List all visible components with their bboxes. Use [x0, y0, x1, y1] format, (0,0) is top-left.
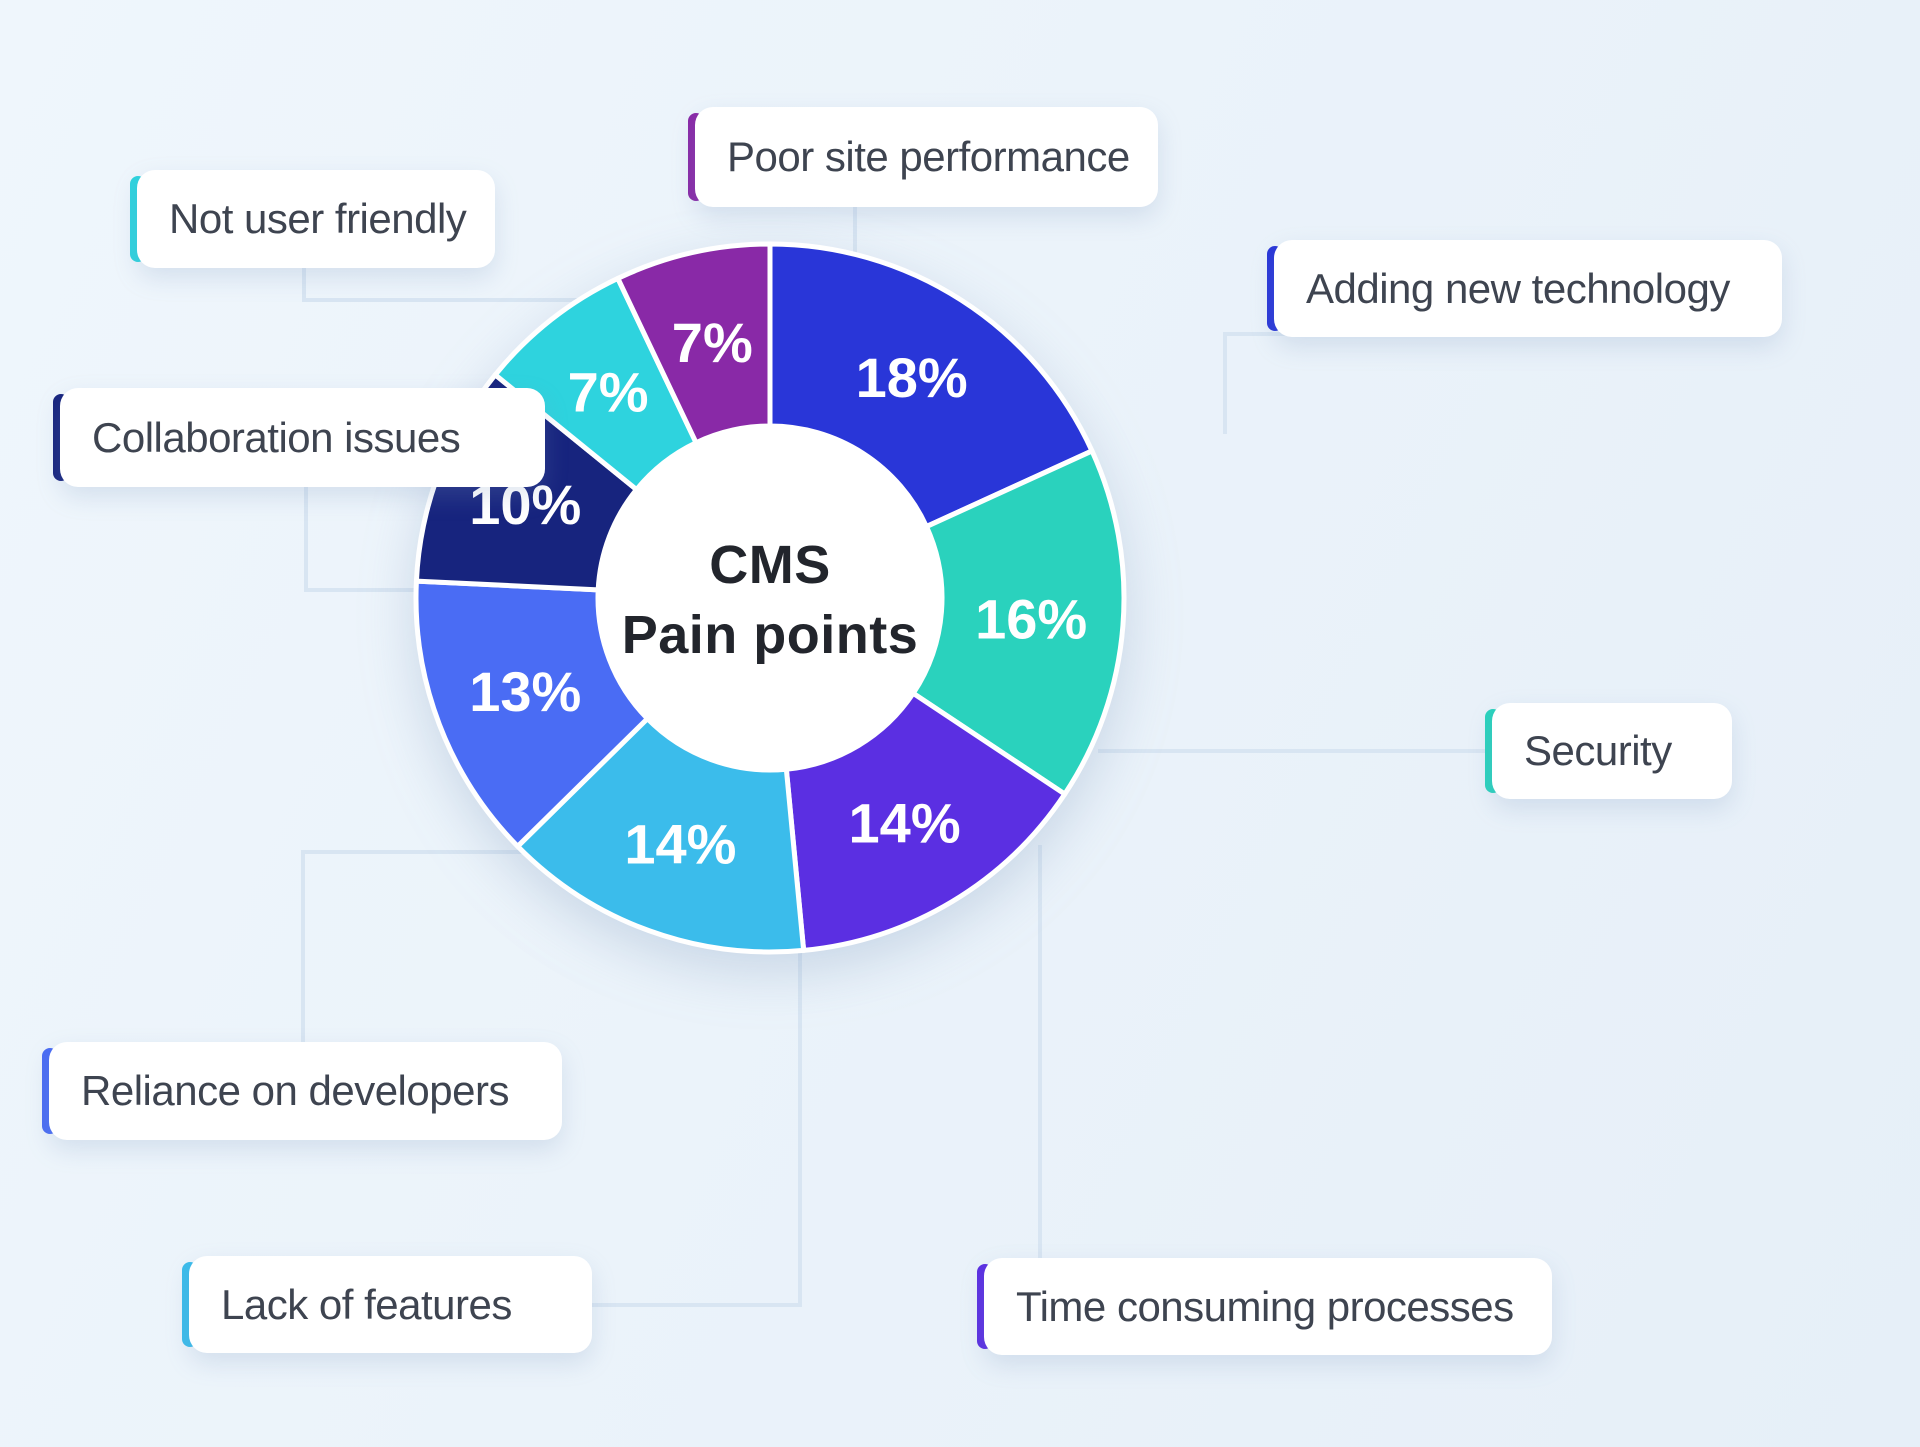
connector-adding-new-technology	[1223, 332, 1302, 434]
connector-not-user-friendly	[302, 266, 588, 302]
card-label-collaboration-issues: Collaboration issues	[92, 413, 461, 461]
card-label-not-user-friendly: Not user friendly	[169, 195, 467, 242]
card-body-not-user-friendly: Not user friendly	[137, 170, 495, 268]
segment-value-label-reliance-on-developers: 13%	[469, 660, 581, 723]
connector-lack-of-features	[590, 942, 802, 1307]
connector-reliance-on-developers	[301, 850, 548, 1045]
card-body-lack-of-features: Lack of features	[189, 1256, 592, 1353]
card-body-time-consuming-processes: Time consuming processes	[984, 1258, 1552, 1355]
card-label-poor-site-performance: Poor site performance	[727, 133, 1130, 180]
label-card-lack-of-features: Lack of features	[182, 1256, 592, 1353]
segment-value-label-time-consuming-processes: 14%	[849, 791, 961, 854]
segment-value-label-security: 16%	[975, 587, 1087, 650]
segment-value-label-not-user-friendly: 7%	[568, 361, 649, 424]
card-label-lack-of-features: Lack of features	[221, 1280, 512, 1328]
card-label-adding-new-technology: Adding new technology	[1306, 264, 1730, 312]
segment-value-label-adding-new-technology: 18%	[856, 346, 968, 409]
segment-value-label-lack-of-features: 14%	[624, 813, 736, 876]
card-label-reliance-on-developers: Reliance on developers	[81, 1067, 509, 1114]
donut-center-disc	[598, 426, 942, 770]
card-body-poor-site-performance: Poor site performance	[695, 107, 1158, 207]
connector-collaboration-issues	[304, 484, 445, 592]
center-title-line-1: CMS	[709, 534, 831, 595]
card-body-security: Security	[1492, 703, 1732, 799]
segment-value-label-poor-site-performance: 7%	[672, 311, 753, 374]
label-card-adding-new-technology: Adding new technology	[1267, 240, 1782, 337]
label-card-time-consuming-processes: Time consuming processes	[977, 1258, 1552, 1355]
card-body-adding-new-technology: Adding new technology	[1274, 240, 1782, 337]
label-card-poor-site-performance: Poor site performance	[688, 107, 1158, 207]
donut-segments	[413, 241, 1127, 955]
card-label-security: Security	[1524, 727, 1672, 774]
label-card-collaboration-issues: Collaboration issues	[53, 388, 545, 487]
label-card-security: Security	[1485, 703, 1732, 799]
label-card-not-user-friendly: Not user friendly	[130, 170, 495, 268]
card-body-collaboration-issues: Collaboration issues	[60, 388, 545, 487]
card-body-reliance-on-developers: Reliance on developers	[49, 1042, 562, 1140]
connector-lines	[301, 204, 1490, 1307]
card-label-time-consuming-processes: Time consuming processes	[1016, 1282, 1514, 1330]
center-title-line-2: Pain points	[621, 605, 919, 665]
label-card-reliance-on-developers: Reliance on developers	[42, 1042, 562, 1140]
donut-center-title: CMS Pain points	[540, 505, 1000, 695]
